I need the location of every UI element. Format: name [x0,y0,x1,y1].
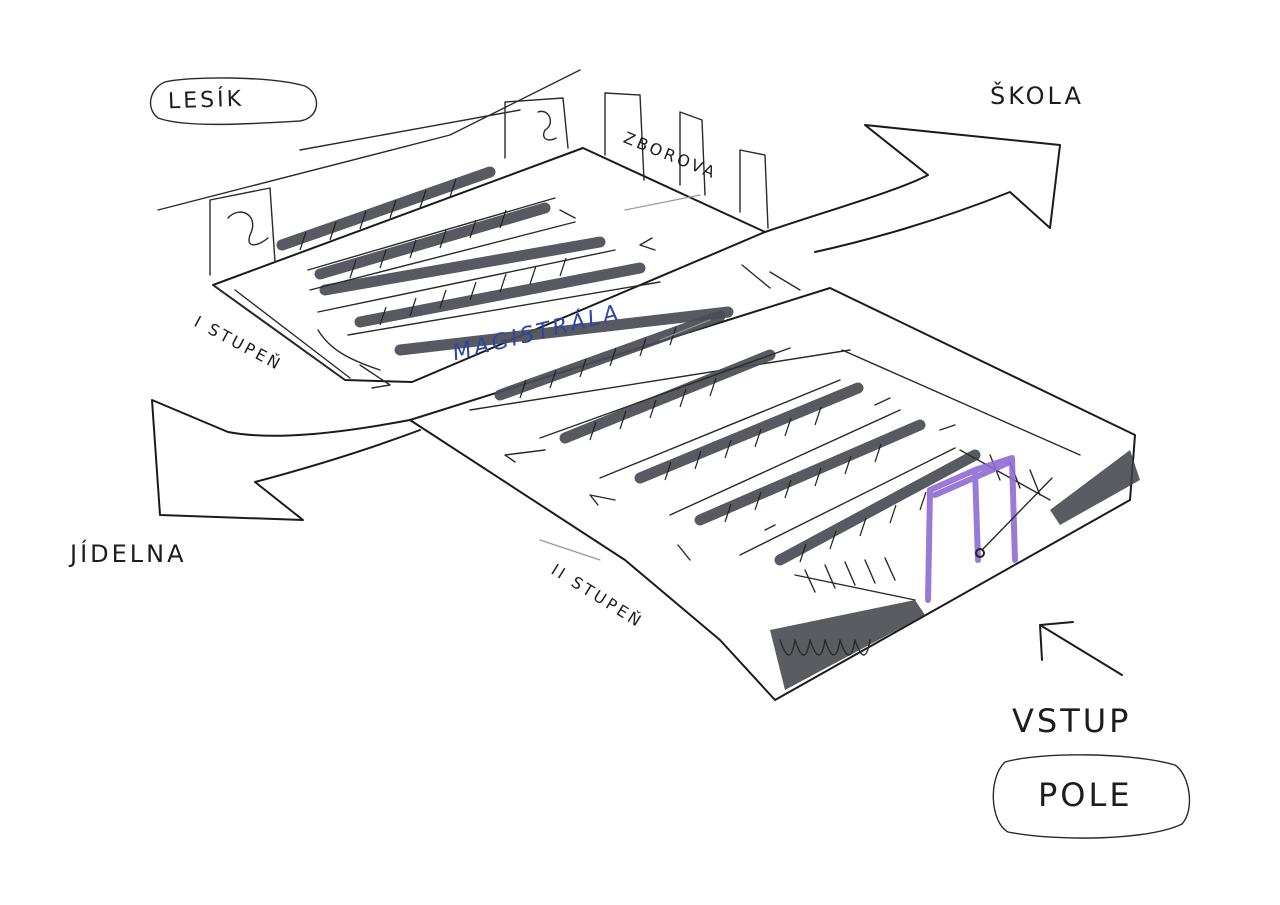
building-zborova-4 [739,149,769,229]
building-zborova-1 [504,97,569,159]
lower-block-edge [469,349,1081,456]
upper-stair-bars [276,166,734,356]
pole-cloud [992,754,1191,839]
bar-hatching [299,178,927,563]
building-left-squiggle [227,211,269,246]
building-zborova-3 [679,111,706,196]
lower-stair-bars [494,310,981,566]
lower-block-outline [409,287,1136,701]
label-jidelna: JÍDELNA [70,540,187,568]
arrow-skola [764,124,1061,253]
arrow-vstup [1039,621,1123,676]
shaded-terrain [770,450,1140,690]
arrow-jidelna [151,399,421,521]
label-pole: POLE [1038,776,1133,814]
building-left [209,187,276,276]
gate-diagonal [981,477,1053,551]
building-mid-squiggle [537,110,557,141]
faint-guides [539,194,711,561]
label-vstup: VSTUP [1012,702,1132,740]
upper-block-front-edge [212,284,351,381]
lesik-cloud [149,77,318,126]
label-skola: ŠKOLA [990,82,1084,110]
top-line [157,69,581,211]
building-zborova-2 [604,92,645,181]
purple-gate [925,455,1018,603]
circulation-arrows [317,209,956,561]
label-lesik: LESÍK [167,86,245,115]
gate-pin [975,548,985,558]
